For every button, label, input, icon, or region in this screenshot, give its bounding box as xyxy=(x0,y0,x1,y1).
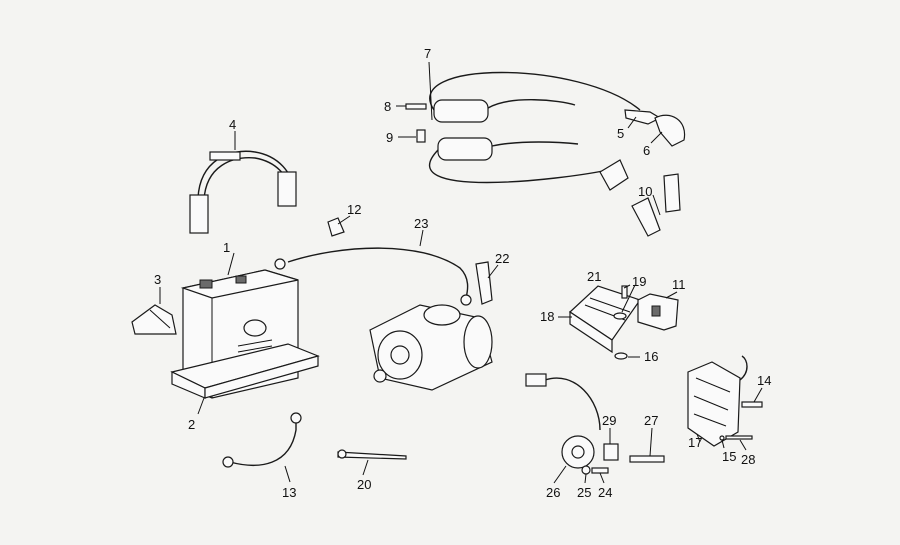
coil-bushing xyxy=(416,129,426,143)
callout-5: 5 xyxy=(617,126,624,141)
battery-tray xyxy=(170,343,320,399)
callout-19: 19 xyxy=(632,274,646,289)
battery-cable xyxy=(274,247,472,306)
starter-motor xyxy=(369,304,493,391)
rectifier xyxy=(637,293,679,331)
callout-29: 29 xyxy=(602,413,616,428)
callout-7: 7 xyxy=(424,46,431,61)
callout-15: 15 xyxy=(722,449,736,464)
cable-clip xyxy=(327,217,345,237)
callout-22: 22 xyxy=(495,251,509,266)
pickup-washer xyxy=(581,465,591,475)
callout-16: 16 xyxy=(644,349,658,364)
callout-23: 23 xyxy=(414,216,428,231)
battery-strap xyxy=(189,150,297,234)
callout-10: 10 xyxy=(638,184,652,199)
unit-washer xyxy=(719,435,725,441)
pickup-screw xyxy=(591,467,609,474)
pickup-bolt xyxy=(629,455,665,463)
callout-11: 11 xyxy=(672,277,686,292)
callout-1: 1 xyxy=(223,240,230,255)
callout-17: 17 xyxy=(688,435,702,450)
ground-strap xyxy=(222,412,302,468)
callout-3: 3 xyxy=(154,272,161,287)
callout-25: 25 xyxy=(577,485,591,500)
callout-18: 18 xyxy=(540,309,554,324)
callout-2: 2 xyxy=(188,417,195,432)
unit-screw xyxy=(741,401,763,408)
callout-labels: 4 1 3 2 7 8 9 5 6 10 12 23 22 21 19 11 1… xyxy=(154,46,771,500)
cable-terminal xyxy=(475,261,493,305)
callout-24: 24 xyxy=(598,485,612,500)
regulator-washer-lower xyxy=(614,352,628,360)
callout-21: 21 xyxy=(587,269,601,284)
leader-lines xyxy=(159,61,763,484)
pickup-bracket xyxy=(603,443,619,461)
callout-13: 13 xyxy=(282,485,296,500)
unit-pin xyxy=(725,435,753,440)
callout-28: 28 xyxy=(741,452,755,467)
regulator-washer xyxy=(613,312,627,320)
battery-cover xyxy=(131,304,177,335)
ignition-coils xyxy=(428,71,686,191)
callout-26: 26 xyxy=(546,485,560,500)
callout-4: 4 xyxy=(229,117,236,132)
callout-9: 9 xyxy=(386,130,393,145)
callout-20: 20 xyxy=(357,477,371,492)
pickup-sensor xyxy=(525,373,601,469)
coil-bolt xyxy=(405,103,427,110)
callout-6: 6 xyxy=(643,143,650,158)
regulator-screw xyxy=(621,285,628,299)
callout-12: 12 xyxy=(347,202,361,217)
control-unit xyxy=(687,355,748,447)
callout-8: 8 xyxy=(384,99,391,114)
spark-plugs xyxy=(631,173,681,237)
cable-tie xyxy=(337,449,407,460)
callout-14: 14 xyxy=(757,373,771,388)
callout-27: 27 xyxy=(644,413,658,428)
